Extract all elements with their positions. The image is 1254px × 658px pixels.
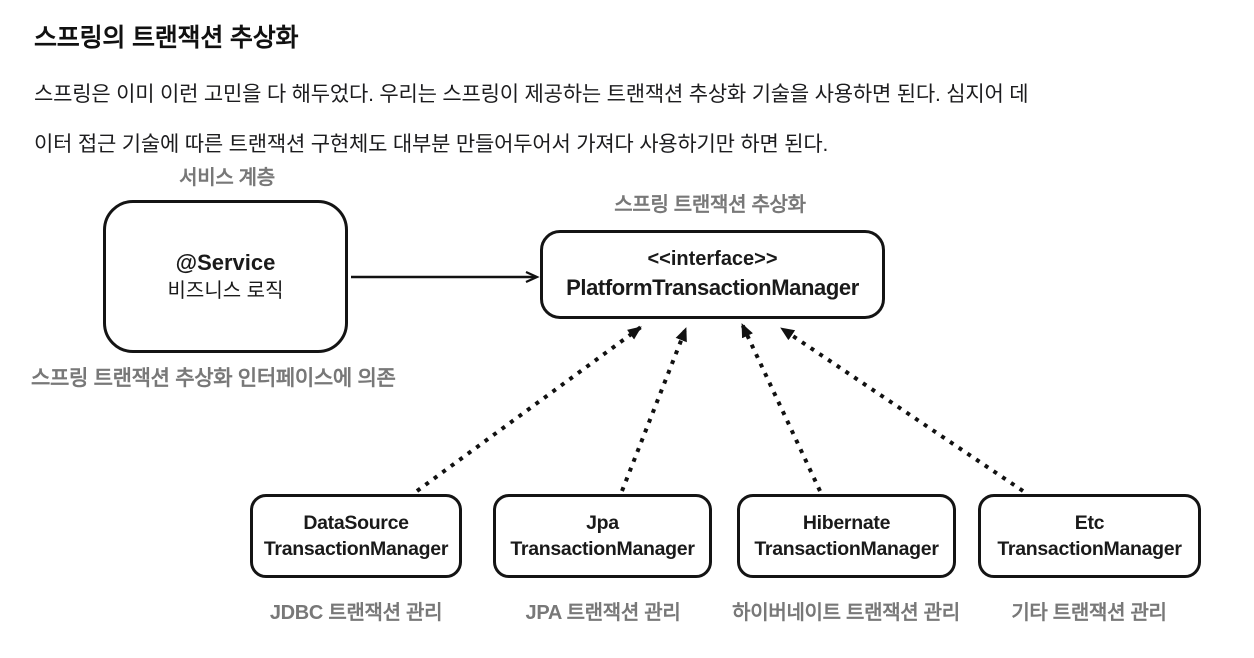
impl-name-line-2: TransactionManager xyxy=(997,538,1182,560)
service-annotation-text: @Service xyxy=(175,250,276,276)
impl-name-line-2: TransactionManager xyxy=(510,538,695,560)
interface-stereotype-text: <<interface>> xyxy=(647,248,778,271)
impl-name-line-2: TransactionManager xyxy=(754,538,939,560)
service-box: @Service 비즈니스 로직 xyxy=(103,200,348,353)
spring-tx-abstraction-label: 스프링 트랜잭션 추상화 xyxy=(614,194,806,216)
etc-transaction-manager-box: Etc TransactionManager xyxy=(978,494,1201,578)
page-title: 스프링의 트랜잭션 추상화 xyxy=(34,24,299,52)
dependency-caption: 스프링 트랜잭션 추상화 인터페이스에 의존 xyxy=(31,367,396,390)
arrow-hibernate-to-interface xyxy=(740,323,822,492)
interface-name-text: PlatformTransactionManager xyxy=(566,275,859,301)
etc-tx-caption: 기타 트랜잭션 관리 xyxy=(1011,602,1167,624)
body-paragraph-line-1: 스프링은 이미 이런 고민을 다 해두었다. 우리는 스프링이 제공하는 트랜잭… xyxy=(34,83,1029,106)
jdbc-tx-caption: JDBC 트랜잭션 관리 xyxy=(269,602,443,624)
arrow-jpa-to-interface xyxy=(620,327,688,492)
datasource-transaction-manager-box: DataSource TransactionManager xyxy=(250,494,462,578)
body-paragraph-line-2: 이터 접근 기술에 따른 트랜잭션 구현체도 대부분 만들어두어서 가져다 사용… xyxy=(34,133,829,156)
arrow-datasource-to-interface xyxy=(415,325,643,493)
impl-name-line-1: Jpa xyxy=(586,511,619,534)
impl-name-line-1: DataSource xyxy=(303,511,409,534)
arrow-etc-to-interface xyxy=(779,326,1025,493)
platform-transaction-manager-box: <<interface>> PlatformTransactionManager xyxy=(540,230,885,319)
service-layer-label: 서비스 계층 xyxy=(179,167,275,189)
service-subtitle-text: 비즈니스 로직 xyxy=(167,279,284,302)
impl-name-line-1: Etc xyxy=(1074,511,1105,534)
impl-name-line-2: TransactionManager xyxy=(263,538,449,560)
jpa-tx-caption: JPA 트랜잭션 관리 xyxy=(525,602,681,624)
jpa-transaction-manager-box: Jpa TransactionManager xyxy=(493,494,712,578)
hibernate-tx-caption: 하이버네이트 트랜잭션 관리 xyxy=(732,602,960,624)
impl-name-line-1: Hibernate xyxy=(802,511,891,534)
hibernate-transaction-manager-box: Hibernate TransactionManager xyxy=(737,494,956,578)
